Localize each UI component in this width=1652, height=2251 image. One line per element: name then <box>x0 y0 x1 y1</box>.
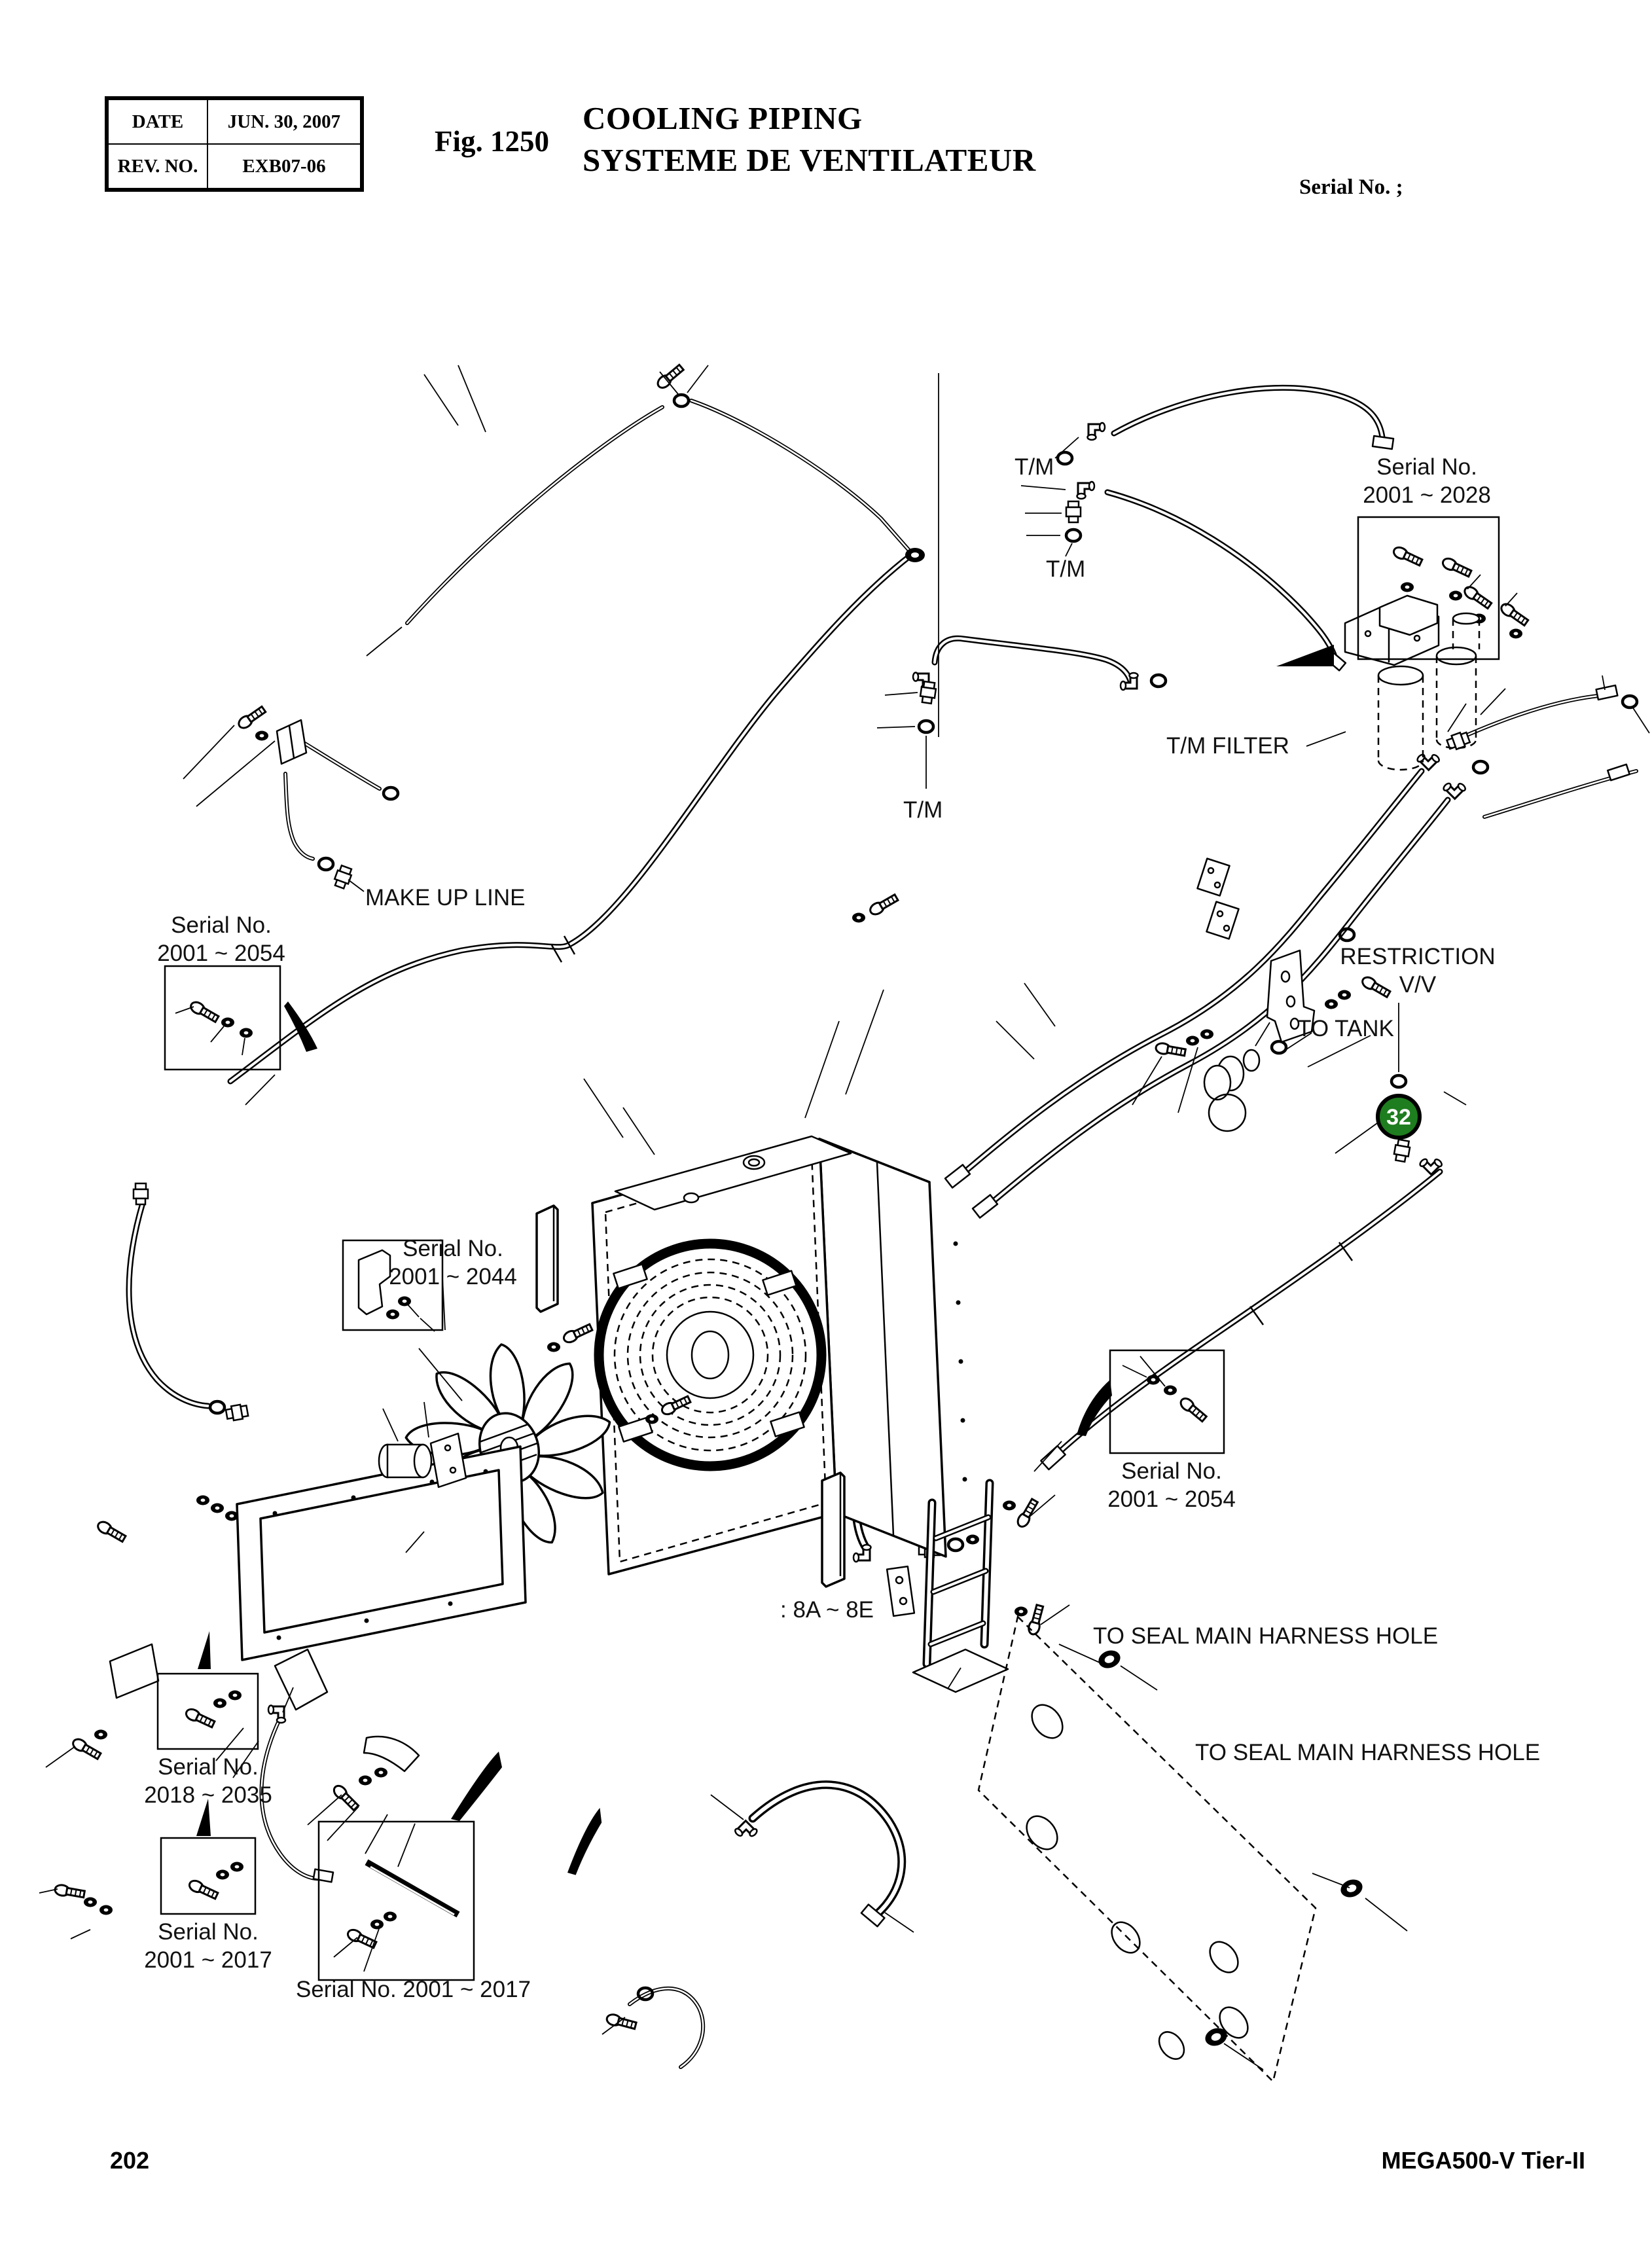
label-serial-2028: Serial No. 2001 ~ 2028 <box>1363 453 1491 509</box>
box-serial-2028 <box>1357 516 1500 660</box>
box-serial-2054-right <box>1109 1349 1225 1454</box>
label-to-seal-1: TO SEAL MAIN HARNESS HOLE <box>1093 1623 1439 1649</box>
restriction-line1: RESTRICTION <box>1340 944 1496 969</box>
label-tm-mid: T/M <box>1046 556 1086 582</box>
label-serial-2001-2017-left: Serial No. 2001 ~ 2017 <box>144 1918 272 1974</box>
box-serial-2001-2017-left <box>160 1837 257 1915</box>
item-32-number: 32 <box>1386 1105 1411 1130</box>
hose-middle-elbow <box>912 638 1166 732</box>
label-serial-2044: Serial No. 2001 ~ 2044 <box>389 1234 517 1291</box>
serial-note: Serial No. ; <box>1299 175 1403 199</box>
make-up-line-fittings <box>235 704 398 891</box>
rev-value: EXB07-06 <box>207 144 361 189</box>
box-serial-2054-left <box>164 965 281 1071</box>
box-serial-2001-2017-big <box>317 1820 475 1981</box>
label-serial-2018-2035: Serial No. 2018 ~ 2035 <box>144 1753 272 1809</box>
revision-table: DATE JUN. 30, 2007 REV. NO. EXB07-06 <box>105 96 364 192</box>
fan-motor <box>378 1432 467 1488</box>
figure-number: Fig. 1250 <box>435 125 549 158</box>
serial-2054-left-line2: 2001 ~ 2054 <box>157 941 285 966</box>
label-make-up-line: MAKE UP LINE <box>365 885 526 910</box>
restriction-line2: V/V <box>1399 972 1437 998</box>
serial-2018-2035-line1: Serial No. <box>158 1754 259 1780</box>
hose-tm-lower <box>1066 480 1347 672</box>
serial-2054-right-line1: Serial No. <box>1121 1458 1222 1484</box>
label-tm-filter: T/M FILTER <box>1166 733 1289 759</box>
serial-2044-line1: Serial No. <box>403 1236 503 1261</box>
to-tank-fitting <box>1203 1041 1286 1132</box>
page-title-fr: SYSTEME DE VENTILATEUR <box>583 142 1036 178</box>
label-tm-top: T/M <box>1015 454 1054 480</box>
date-label: DATE <box>108 99 207 144</box>
label-to-tank: TO TANK <box>1297 1016 1394 1041</box>
fasteners <box>53 891 1392 1915</box>
hose-thin-top <box>407 362 925 623</box>
stand-bracket <box>886 1479 1047 1693</box>
label-tm-low: T/M <box>903 797 943 823</box>
hose-to-tank-line <box>1040 1172 1440 1471</box>
label-range-8a-8e: : 8A ~ 8E <box>780 1597 874 1623</box>
hose-left-tall <box>129 1182 249 1422</box>
callout-arrows <box>196 645 1334 1875</box>
lower-frame <box>109 1445 527 1773</box>
hose-make-up-line <box>230 555 911 1081</box>
rev-label: REV. NO. <box>108 144 207 189</box>
label-serial-2054-left: Serial No. 2001 ~ 2054 <box>157 911 285 967</box>
serial-2054-left-line1: Serial No. <box>171 912 272 938</box>
page-title-en: COOLING PIPING <box>583 100 863 136</box>
serial-callout-boxes <box>156 516 1500 1981</box>
side-seal-bars <box>535 1204 846 1588</box>
serial-2044-line2: 2001 ~ 2044 <box>389 1264 517 1289</box>
item-32-badge: 32 <box>1376 1094 1422 1140</box>
hose-bottom-left-small <box>604 1988 703 2067</box>
label-restriction-vv: RESTRICTION V/V <box>1340 943 1495 999</box>
harness-panel <box>977 1615 1365 2083</box>
label-to-seal-2: TO SEAL MAIN HARNESS HOLE <box>1195 1740 1541 1765</box>
page-number: 202 <box>110 2147 150 2174</box>
date-value: JUN. 30, 2007 <box>207 99 361 144</box>
leader-lines <box>39 365 1650 2070</box>
model-name: MEGA500-V Tier-II <box>1381 2147 1585 2174</box>
serial-2001-2017-left-line2: 2001 ~ 2017 <box>144 1947 272 1973</box>
serial-2054-right-line2: 2001 ~ 2054 <box>1107 1486 1236 1512</box>
serial-2018-2035-line2: 2018 ~ 2035 <box>144 1782 272 1808</box>
hose-tm-upper <box>1058 387 1395 464</box>
serial-2028-line1: Serial No. <box>1376 454 1477 480</box>
serial-2001-2017-left-line1: Serial No. <box>158 1919 259 1945</box>
serial-2028-line2: 2001 ~ 2028 <box>1363 482 1491 508</box>
label-serial-2054-right: Serial No. 2001 ~ 2054 <box>1107 1457 1236 1513</box>
radiator-assembly <box>591 1135 967 1576</box>
label-serial-2001-2017-bottom: Serial No. 2001 ~ 2017 <box>296 1977 531 2002</box>
hose-bottom-center <box>732 1785 901 1928</box>
pipes-right-pair <box>944 684 1637 1219</box>
box-serial-2018-2035 <box>156 1672 259 1750</box>
empty-callout-circle <box>1208 1093 1247 1132</box>
hose-frame-left <box>261 1704 334 1883</box>
